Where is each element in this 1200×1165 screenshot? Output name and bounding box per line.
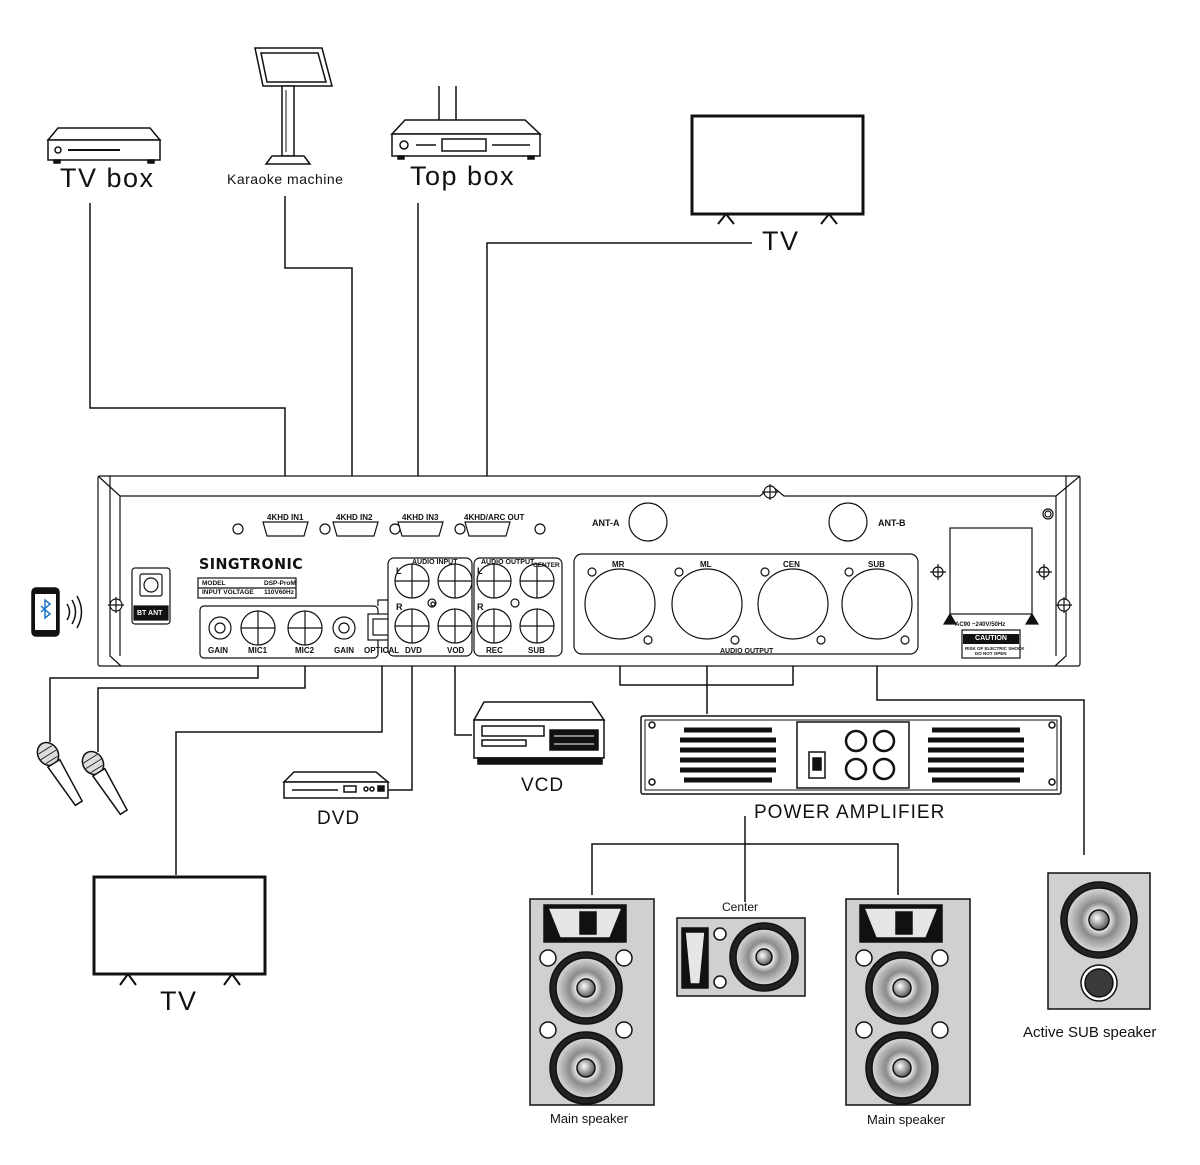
power-socket [949,527,1033,615]
ant-a-label: ANT-A [592,518,620,528]
receiver-rear-panel [97,475,1081,667]
tv-top-device [690,114,865,225]
main-speaker-right-label: Main speaker [867,1112,946,1127]
main-speaker-left-label: Main speaker [550,1111,629,1126]
wire-tvbox [89,203,286,512]
dvd-label: DVD [317,808,361,829]
mic2-label: MIC2 [295,646,315,655]
dvd-device [282,771,391,799]
tv-bottom-device [92,875,267,986]
audio-input-r-label: R [396,602,403,612]
audio-output-r-label: R [477,602,484,612]
wire-tv-top [486,242,752,512]
xlr-mr-label: MR [612,560,625,569]
vod-jack-label: VOD [447,646,465,655]
gain1-label: GAIN [208,646,228,655]
active-sub-label: Active SUB speaker [1023,1024,1157,1041]
xlr-sub-label: SUB [868,560,885,569]
optical-label: OPTICAL [364,646,400,655]
voltage-value: 110V60Hz [264,589,294,596]
ant-b-label: ANT-B [878,518,906,528]
main-speaker-right [845,898,971,1106]
caution-note-1: RISK OF ELECTRIC SHOCK [965,646,1025,651]
center-jack-label: CENTER [533,562,560,569]
sub-jack-label: SUB [528,646,545,655]
tv-top-label: TV [762,226,800,256]
wire-karaoke [284,196,353,512]
hdmi-in3-label: 4KHD IN3 [402,513,439,522]
rec-jack-label: REC [486,646,503,655]
xlr-ml-label: ML [700,560,712,569]
caution-note-2: DO NOT OPEN [975,651,1007,656]
karaoke-machine-device [254,47,333,165]
ant-a-jack [628,502,668,542]
top-box-device [390,86,542,160]
xlr-cen-label: CEN [783,560,800,569]
audio-output-l-label: L [477,566,483,576]
tv-box-device [46,127,162,164]
power-spec-label: AC90 ~240V/50Hz [955,622,1006,628]
bt-ant-label: BT ANT [137,610,163,617]
phone-device [31,587,83,637]
center-speaker [676,917,806,997]
center-speaker-label: Center [722,900,759,914]
caution-text: CAUTION [963,634,1019,644]
tv-box-label: TV box [60,163,155,193]
amp-vent-left [680,727,776,783]
model-label: MODEL [202,580,226,587]
hdmi-ports [232,521,546,537]
panel-screws [108,484,1072,613]
power-amplifier-label: POWER AMPLIFIER [754,802,946,823]
power-amplifier-device [640,715,1062,795]
hdmi-in1-label: 4KHD IN1 [267,513,304,522]
amp-vent-right [928,727,1024,783]
audio-input-label: AUDIO INPUT [412,559,458,566]
voltage-label: INPUT VOLTAGE [202,589,254,596]
microphone-icon [36,741,129,816]
audio-output-top-label: AUDIO OUTPUT [481,559,535,566]
hdmi-arc-out-label: 4KHD/ARC OUT [464,513,525,522]
top-box-label: Top box [410,161,516,191]
wire-optical [175,645,383,875]
vcd-label: VCD [521,775,565,796]
active-sub-speaker [1047,872,1151,1010]
mic1-label: MIC1 [248,646,268,655]
audio-input-l-label: L [396,566,402,576]
dvd-jack-label: DVD [405,646,422,655]
main-speaker-left [529,898,655,1106]
xlr-audio-output-label: AUDIO OUTPUT [720,648,774,655]
ant-b-jack [828,502,868,542]
bluetooth-icon [40,598,52,620]
tv-bottom-label: TV [160,986,198,1016]
gain2-label: GAIN [334,646,354,655]
xlr-output-block [573,553,919,655]
karaoke-machine-label: Karaoke machine [227,171,344,187]
brand-logo: SINGTRONIC [199,555,304,573]
vcd-device [472,701,606,765]
hdmi-in2-label: 4KHD IN2 [336,513,373,522]
model-value: DSP-ProM [264,580,296,587]
wireless-waves-icon [66,595,83,629]
